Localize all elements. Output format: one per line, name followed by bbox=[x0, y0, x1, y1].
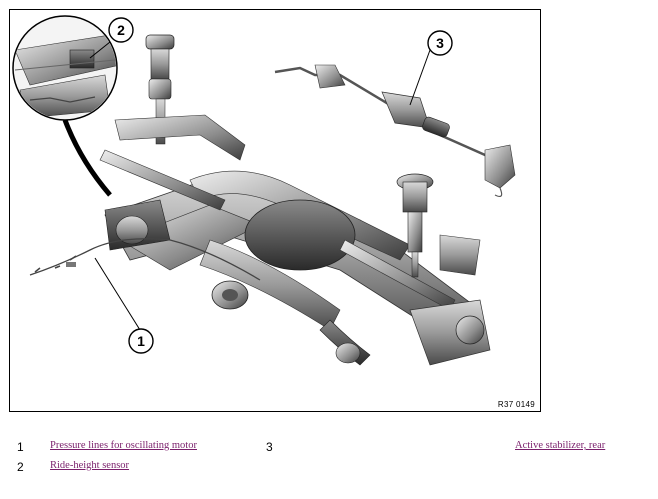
callout-2: 2 bbox=[108, 17, 134, 43]
rear-axle-drawing: 2 3 1 bbox=[12, 15, 516, 366]
svg-text:3: 3 bbox=[436, 35, 444, 51]
ride-height-sensor bbox=[69, 49, 95, 69]
legend-number-3: 3 bbox=[266, 440, 273, 454]
legend-link-active-stabilizer[interactable]: Active stabilizer, rear bbox=[515, 440, 606, 451]
svg-text:2: 2 bbox=[117, 22, 125, 38]
legend-link-pressure-lines[interactable]: Pressure lines for oscillating motor bbox=[50, 440, 197, 451]
suspension-illustration: 2 3 1 R37 0149 bbox=[9, 9, 541, 412]
legend-link-ride-height-sensor[interactable]: Ride-height sensor bbox=[50, 460, 130, 471]
pressure-lines bbox=[29, 238, 261, 281]
callout-1: 1 bbox=[128, 328, 154, 354]
legend-number-1: 1 bbox=[17, 440, 24, 454]
active-stabilizer bbox=[274, 66, 501, 167]
legend-number-2: 2 bbox=[17, 460, 24, 474]
callout-3: 3 bbox=[427, 30, 453, 56]
differential bbox=[244, 199, 356, 271]
svg-text:1: 1 bbox=[137, 333, 145, 349]
figure-code: R37 0149 bbox=[497, 400, 535, 409]
